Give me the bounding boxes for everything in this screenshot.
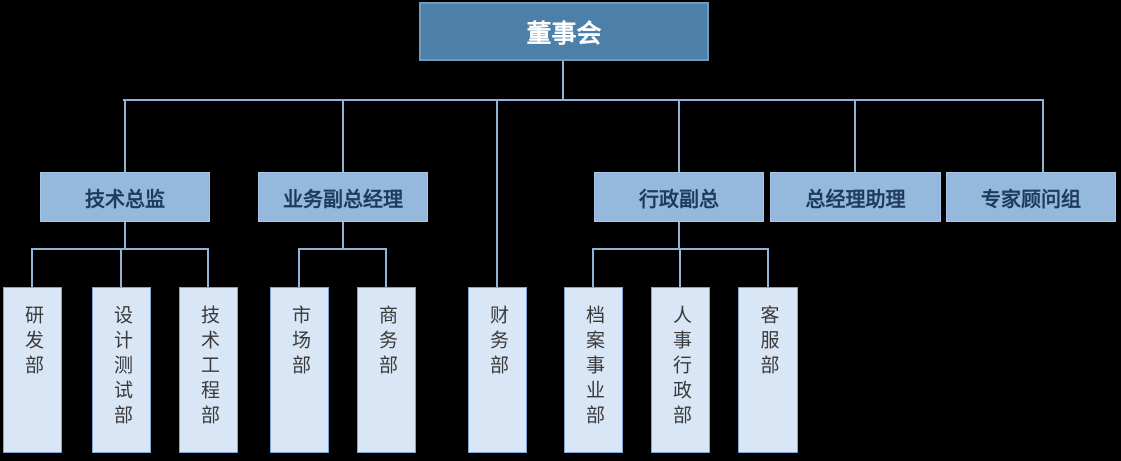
connector-drop-rd-dept bbox=[31, 248, 33, 287]
org-node-business-deputy-gm: 业务副总经理 bbox=[258, 172, 428, 222]
org-node-label: 研发部 bbox=[22, 305, 43, 380]
org-node-business-dept: 商务部 bbox=[357, 287, 416, 453]
connector-drop-finance-dept bbox=[496, 99, 498, 287]
connector-drop-marketing-dept bbox=[298, 248, 300, 287]
org-node-admin-deputy-gm: 行政副总 bbox=[594, 172, 764, 222]
org-node-label: 设计测试部 bbox=[111, 305, 132, 430]
connector-drop-tech-director bbox=[124, 99, 126, 172]
connector-business-deputy-gm-stem bbox=[342, 222, 344, 250]
org-node-label: 技术总监 bbox=[85, 188, 165, 211]
org-node-label: 市场部 bbox=[289, 305, 310, 380]
connector-drop-tech-engineering-dept bbox=[207, 248, 209, 287]
org-node-marketing-dept: 市场部 bbox=[270, 287, 329, 453]
connector-drop-expert-advisory-group bbox=[1042, 99, 1044, 172]
org-node-tech-director: 技术总监 bbox=[40, 172, 210, 222]
org-node-tech-engineering-dept: 技术工程部 bbox=[179, 287, 238, 453]
org-node-gm-assistant: 总经理助理 bbox=[770, 172, 941, 222]
org-node-board: 董事会 bbox=[419, 2, 709, 61]
org-node-label: 专家顾问组 bbox=[981, 188, 1081, 211]
org-node-label: 客服部 bbox=[757, 305, 779, 380]
connector-drop-hr-admin-dept bbox=[679, 248, 681, 287]
org-node-finance-dept: 财务部 bbox=[468, 287, 527, 453]
connector-tech-director-stem bbox=[124, 222, 126, 250]
org-node-expert-advisory-group: 专家顾问组 bbox=[946, 172, 1116, 222]
org-node-label: 总经理助理 bbox=[805, 188, 906, 211]
org-node-design-test-dept: 设计测试部 bbox=[92, 287, 151, 453]
connector-drop-admin-deputy-gm bbox=[678, 99, 680, 172]
connector-admin-deputy-gm-stem bbox=[678, 222, 680, 250]
org-node-label: 行政副总 bbox=[639, 188, 719, 211]
org-node-label: 人事行政部 bbox=[670, 305, 691, 430]
connector-drop-business-deputy-gm bbox=[342, 99, 344, 172]
org-node-label: 商务部 bbox=[376, 305, 397, 380]
connector-drop-archives-dept bbox=[592, 248, 594, 287]
org-node-rd-dept: 研发部 bbox=[3, 287, 62, 453]
org-node-label: 财务部 bbox=[487, 305, 508, 380]
org-node-label: 董事会 bbox=[526, 19, 602, 48]
connector-main-bus bbox=[123, 99, 1044, 101]
org-node-archives-dept: 档案事业部 bbox=[564, 287, 623, 453]
connector-root-stem bbox=[562, 61, 564, 100]
connector-drop-design-test-dept bbox=[120, 248, 122, 287]
connector-business-deputy-gm-bus bbox=[298, 248, 387, 250]
org-node-label: 技术工程部 bbox=[198, 305, 219, 430]
org-node-label: 档案事业部 bbox=[583, 305, 604, 430]
org-node-hr-admin-dept: 人事行政部 bbox=[651, 287, 710, 453]
org-node-label: 业务副总经理 bbox=[283, 188, 403, 211]
connector-drop-gm-assistant bbox=[854, 99, 856, 172]
org-node-customer-service-dept: 客服部 bbox=[738, 287, 798, 453]
connector-drop-business-dept bbox=[385, 248, 387, 287]
connector-drop-customer-service-dept bbox=[767, 248, 769, 287]
